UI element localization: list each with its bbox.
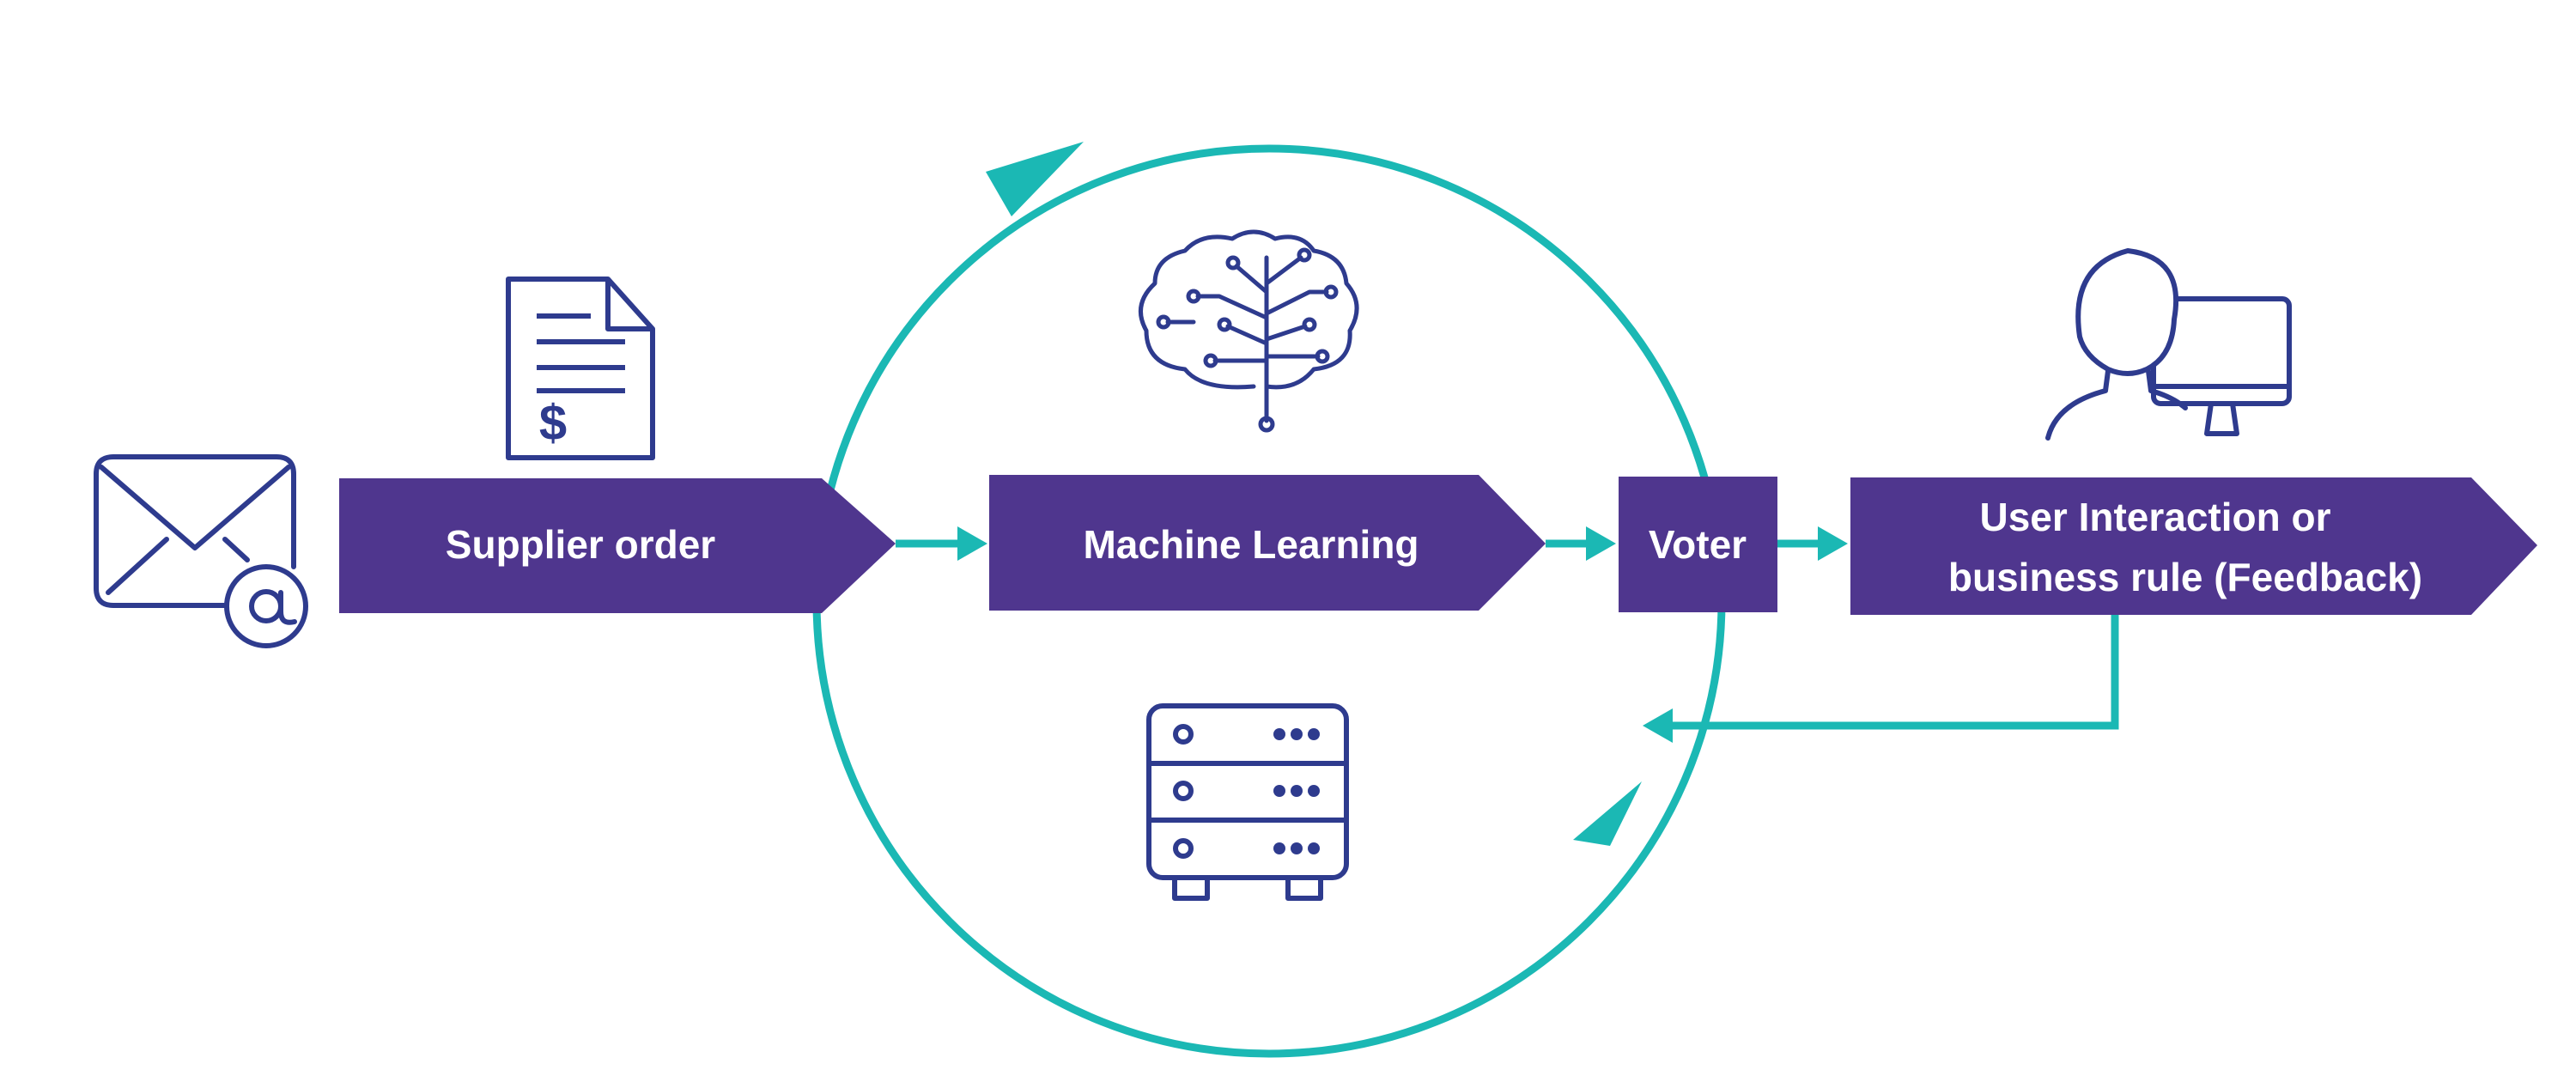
- arrowhead-voter-to-feedback: [1818, 526, 1848, 561]
- machine-learning-shape: [989, 475, 1546, 611]
- voter-shape: [1619, 477, 1777, 612]
- step-machine-learning: Machine Learning: [989, 475, 1546, 611]
- voter-label: Voter: [1649, 522, 1747, 567]
- loop-arrowhead-bottom: [1573, 781, 1642, 846]
- loop-arrowhead-top: [986, 142, 1084, 216]
- invoice-document-icon: $: [506, 277, 655, 460]
- user-at-computer-icon: [2045, 248, 2292, 441]
- step-user-feedback: User Interaction or business rule (Feedb…: [1850, 477, 2537, 615]
- email-at-icon: [94, 454, 308, 648]
- step-voter: Voter: [1619, 477, 1777, 612]
- machine-learning-label: Machine Learning: [1083, 522, 1419, 567]
- ai-brain-circuit-icon: [1139, 229, 1359, 433]
- arrowhead-supplier-to-ml: [957, 526, 987, 561]
- supplier-order-shape: [339, 478, 896, 613]
- user-feedback-label-line2: business rule (Feedback): [1948, 555, 2422, 599]
- feedback-return-line: [1662, 615, 2119, 730]
- supplier-order-label: Supplier order: [446, 522, 715, 567]
- feedback-return-arrowhead: [1643, 708, 1673, 743]
- user-feedback-shape: [1850, 477, 2537, 615]
- user-feedback-label-line1: User Interaction or: [1980, 495, 2331, 539]
- server-rack-icon: [1146, 703, 1349, 901]
- arrowhead-ml-to-voter: [1586, 526, 1616, 561]
- step-supplier-order: Supplier order: [339, 478, 896, 613]
- svg-text:$: $: [539, 395, 567, 451]
